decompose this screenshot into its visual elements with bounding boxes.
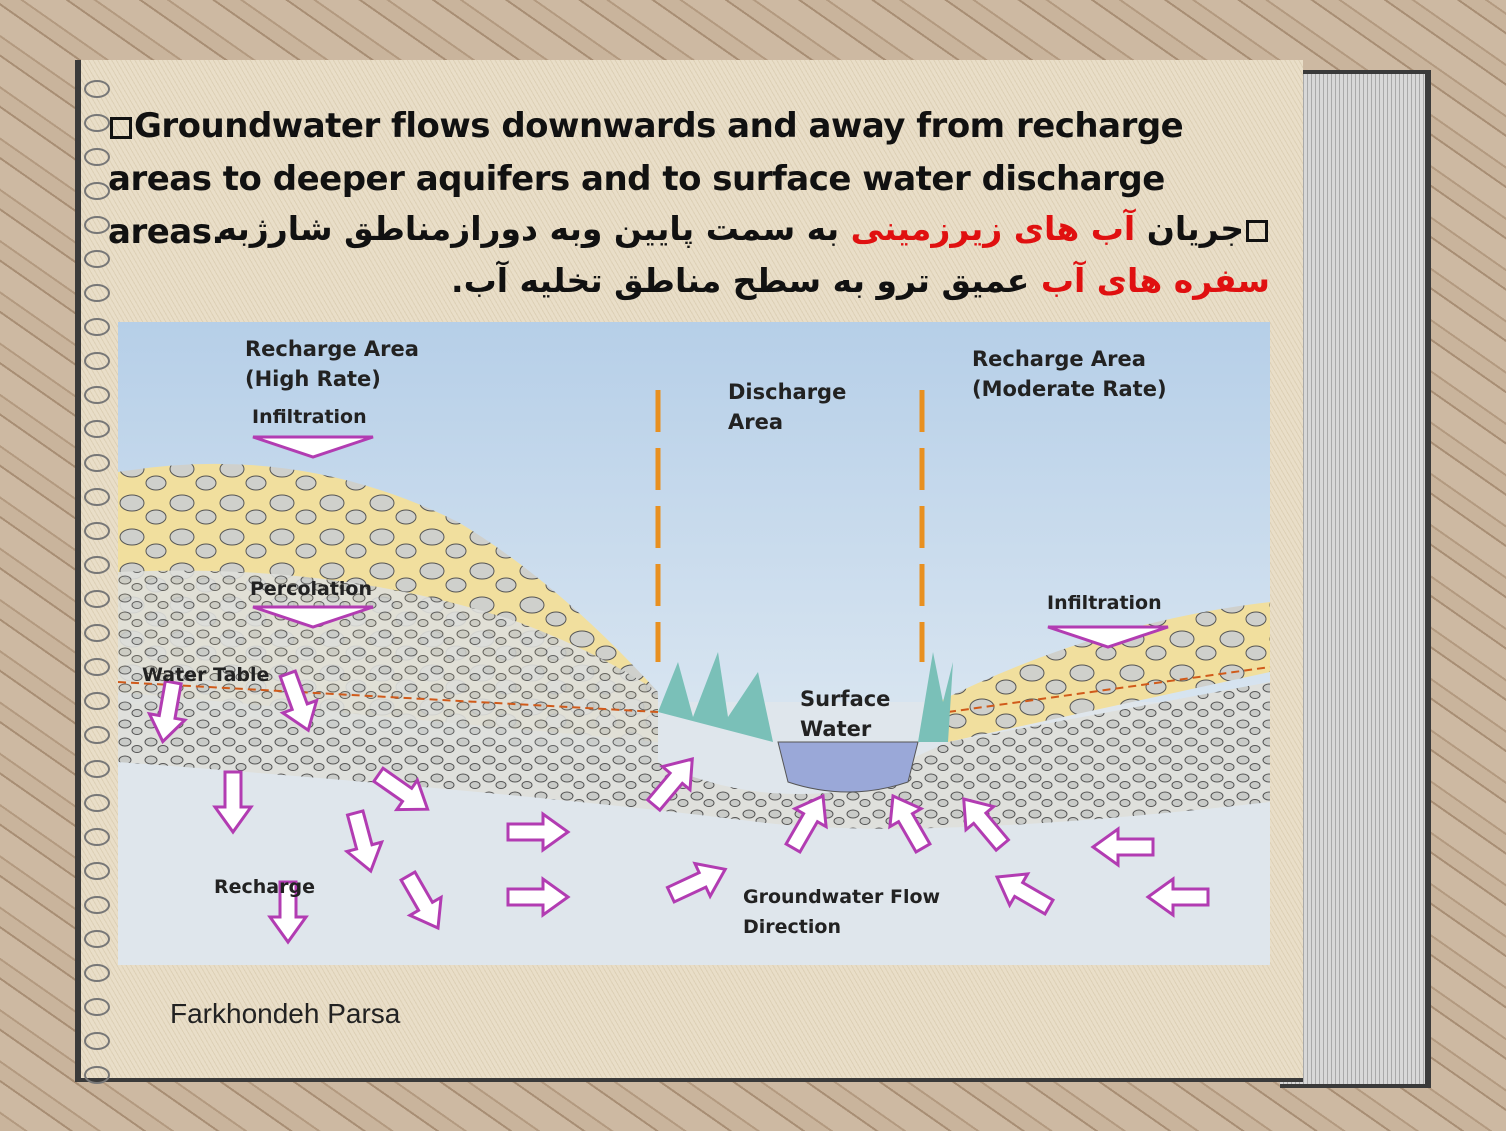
binding-ring <box>84 1066 110 1084</box>
flow-arrows <box>146 435 1210 945</box>
down-triangle-icon <box>1047 625 1169 649</box>
label-recharge-moderate: Recharge Area (Moderate Rate) <box>972 347 1167 401</box>
flow-arrow-icon <box>1090 826 1155 868</box>
binding-ring <box>84 556 110 574</box>
flow-arrow-icon <box>1145 876 1210 918</box>
binding-ring <box>84 454 110 472</box>
water-table-line-right <box>947 666 1271 713</box>
binding-ring <box>84 420 110 438</box>
flow-arrow-icon <box>962 797 1011 853</box>
square-bullet-icon <box>110 116 132 139</box>
binding-ring <box>84 862 110 880</box>
binding-ring <box>84 896 110 914</box>
binding-ring <box>84 998 110 1016</box>
flow-arrow-icon <box>665 861 728 904</box>
flow-arrow-icon <box>146 679 189 745</box>
book-page-stack <box>1280 70 1431 1088</box>
persian-text-highlight-2: سفره های آب <box>1040 261 1270 300</box>
english-text: Groundwater flows downwards and away fro… <box>108 106 1184 252</box>
english-bullet-text: Groundwater flows downwards and away fro… <box>108 100 1268 259</box>
binding-ring <box>84 250 110 268</box>
flow-arrow-icon <box>267 880 309 945</box>
binding-ring <box>84 80 110 98</box>
binding-ring <box>84 284 110 302</box>
spiral-binding <box>84 60 114 1084</box>
author-name: Farkhondeh Parsa <box>170 998 401 1029</box>
binding-ring <box>84 590 110 608</box>
binding-ring <box>84 522 110 540</box>
label-surface-water: Surface Water <box>800 687 891 741</box>
binding-ring <box>84 726 110 744</box>
flow-arrow-icon <box>645 757 694 813</box>
binding-ring <box>84 760 110 778</box>
right-hill <box>938 602 1270 742</box>
label-percolation: Percolation <box>250 578 373 600</box>
binding-ring <box>84 386 110 404</box>
diagram-canvas <box>117 322 1271 965</box>
binding-ring <box>84 828 110 846</box>
label-infiltration-right: Infiltration <box>1047 592 1162 614</box>
binding-ring <box>84 182 110 200</box>
persian-text-3: عمیق ترو به سطح مناطق تخلیه آب. <box>451 261 1041 300</box>
down-triangle-icon <box>252 605 374 629</box>
flow-arrow-icon <box>278 669 319 733</box>
flow-arrow-icon <box>371 766 430 812</box>
binding-ring <box>84 658 110 676</box>
label-recharge: Recharge <box>214 876 315 898</box>
flow-arrow-icon <box>888 793 932 855</box>
square-bullet-icon <box>1246 219 1268 242</box>
down-triangle-icon <box>252 435 374 459</box>
binding-ring <box>84 624 110 642</box>
binding-ring <box>84 488 110 506</box>
flow-arrow-icon <box>506 811 571 853</box>
persian-text-1: جریان <box>1135 209 1244 248</box>
binding-ring <box>84 964 110 982</box>
binding-ring <box>84 216 110 234</box>
flow-arrow-icon <box>212 770 254 835</box>
binding-ring <box>84 930 110 948</box>
flow-arrow-icon <box>506 876 571 918</box>
label-recharge-high: Recharge Area (High Rate) <box>245 337 419 391</box>
binding-ring <box>84 148 110 166</box>
binding-ring <box>84 1032 110 1050</box>
label-water-table: Water Table <box>142 664 270 686</box>
flow-arrow-icon <box>399 869 443 931</box>
flow-arrow-icon <box>784 793 828 855</box>
aquifer-gravel <box>118 682 1270 829</box>
left-gravel-layer <box>118 570 658 762</box>
surface-water <box>777 741 919 793</box>
binding-ring <box>84 318 110 336</box>
label-groundwater-flow-direction: Groundwater Flow Direction <box>743 886 941 938</box>
label-infiltration-left: Infiltration <box>252 406 367 428</box>
persian-bullet-text: جریان آب های زیرزمینی به سمت پایین وبه د… <box>120 203 1270 307</box>
binding-ring <box>84 692 110 710</box>
binding-ring <box>84 794 110 812</box>
flow-arrow-icon <box>994 872 1056 916</box>
binding-ring <box>84 114 110 132</box>
label-discharge-area: Discharge Area <box>728 380 847 434</box>
groundwater-diagram: Recharge Area (High Rate) Infiltration D… <box>117 322 1271 965</box>
persian-text-highlight-1: آب های زیرزمینی <box>850 209 1136 248</box>
grass <box>658 652 953 742</box>
flow-arrow-icon <box>343 809 385 874</box>
persian-text-2: به سمت پایین وبه دورازمناطق شارژبه <box>217 209 851 248</box>
binding-ring <box>84 352 110 370</box>
